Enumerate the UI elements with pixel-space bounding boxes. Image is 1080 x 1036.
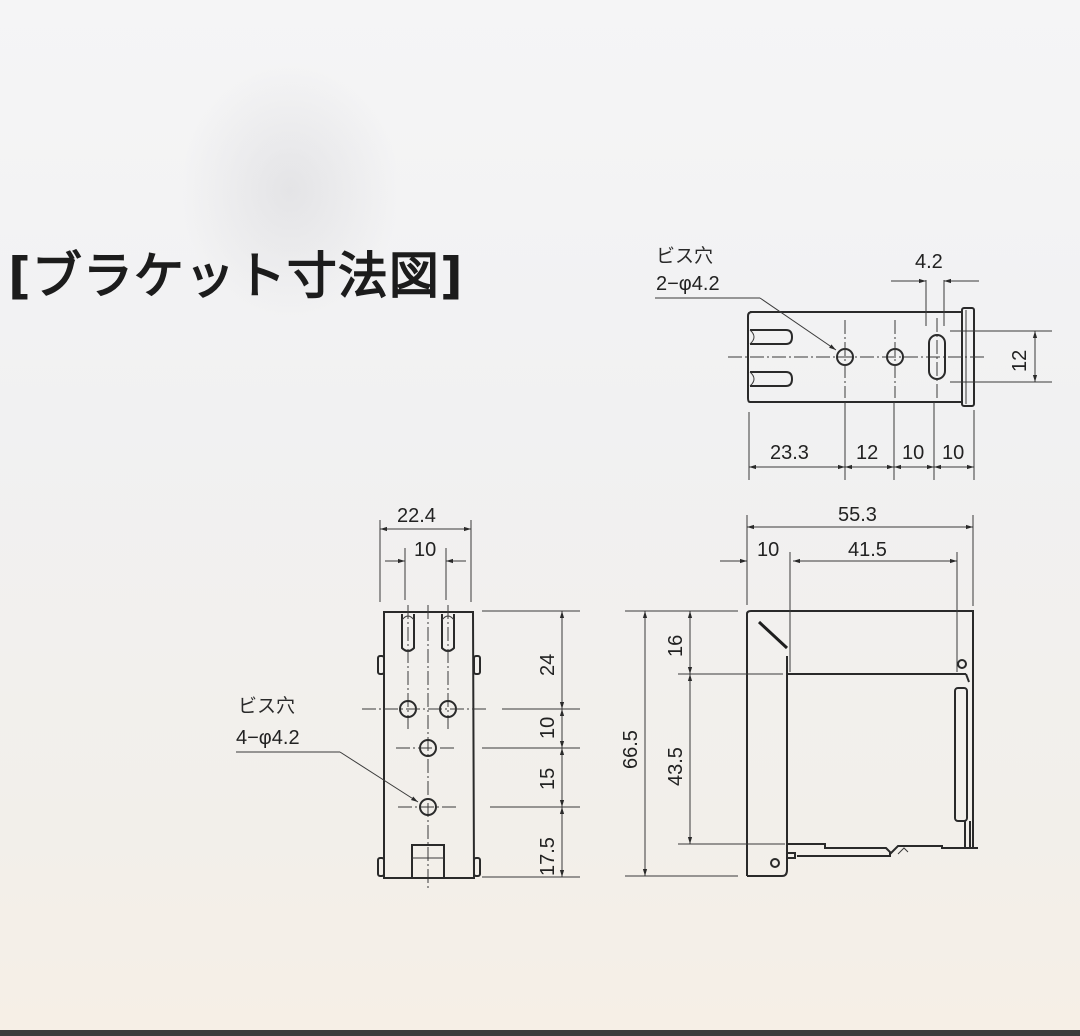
bottom-edge xyxy=(0,1030,1080,1036)
dim-slot-width: 4.2 xyxy=(915,251,943,273)
dim-front-v-1: 10 xyxy=(537,717,559,739)
side-view xyxy=(625,515,978,877)
page-title: [ブラケット寸法図] xyxy=(8,247,464,305)
dim-top-h-2: 10 xyxy=(902,442,924,464)
front-hole-label-line1: ビス穴 xyxy=(238,695,295,717)
dim-front-v-2: 15 xyxy=(537,768,559,790)
dim-side-height: 66.5 xyxy=(620,730,642,769)
dim-top-h-0: 23.3 xyxy=(770,442,809,464)
dim-side-left: 10 xyxy=(757,539,779,561)
dim-front-v-3: 17.5 xyxy=(537,837,559,876)
front-hole-label-line2: 4−φ4.2 xyxy=(236,727,300,749)
dim-side-right: 41.5 xyxy=(848,539,887,561)
top-hole-label-line2: 2−φ4.2 xyxy=(656,273,720,295)
dim-side-lower: 43.5 xyxy=(665,747,687,786)
dim-front-width: 22.4 xyxy=(397,505,436,527)
dim-top-h-3: 10 xyxy=(942,442,964,464)
top-hole-label-line1: ビス穴 xyxy=(656,245,713,267)
dim-side-width: 55.3 xyxy=(838,504,877,526)
dim-top-h-1: 12 xyxy=(856,442,878,464)
dim-front-hole-spacing: 10 xyxy=(414,539,436,561)
front-view xyxy=(236,520,580,890)
dim-side-upper: 16 xyxy=(665,635,687,657)
top-view xyxy=(655,278,1052,480)
dim-slot-height: 12 xyxy=(1009,350,1031,372)
dim-front-v-0: 24 xyxy=(537,654,559,676)
